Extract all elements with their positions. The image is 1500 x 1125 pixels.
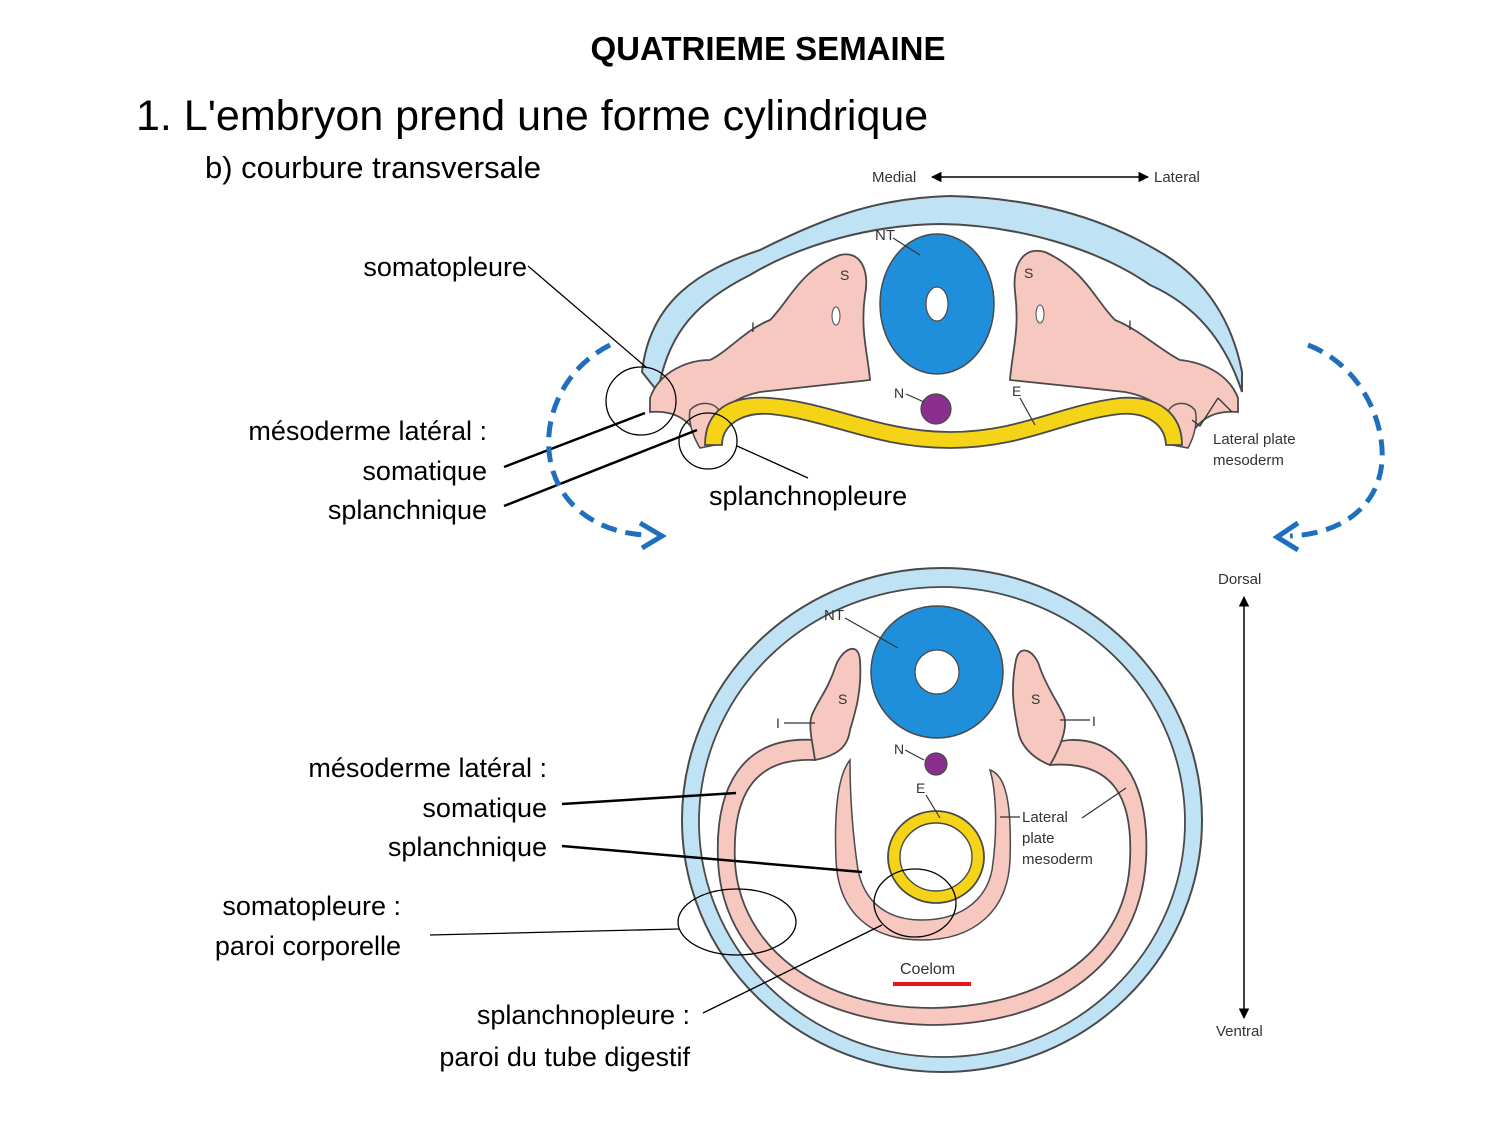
bottom-somite-left [809, 647, 862, 762]
top-somatique-leader [503, 411, 646, 469]
bottom-somite-right [1012, 649, 1066, 767]
bottom-splanchnique-label: splanchnique [387, 832, 547, 862]
top-splanchnopleure-label: splanchnopleure [709, 481, 908, 511]
bottom-lateral-label-3: mesoderm [1022, 851, 1093, 868]
top-e-leader [1019, 397, 1036, 426]
top-n-leader [905, 393, 925, 403]
slide-subheading: b) courbure transversale [205, 150, 541, 185]
axis-dorsal-label: Dorsal [1218, 571, 1261, 588]
top-left-curl-arrowhead [638, 520, 667, 551]
top-n-label: N [894, 385, 904, 401]
bottom-i-left-label: I [776, 715, 780, 731]
bottom-s-left-label: S [838, 691, 847, 707]
bottom-splanchnopleure-label: splanchnopleure : [476, 1000, 690, 1030]
bottom-e-label: E [916, 780, 925, 796]
top-neural-canal [925, 286, 949, 322]
top-splanchnopleure-circle [678, 412, 738, 470]
bottom-lateral-label-2: plate [1022, 830, 1055, 847]
top-somatique-label: somatique [362, 456, 487, 486]
bottom-paroi-tube-label: paroi du tube digestif [439, 1042, 690, 1072]
top-splanchnique-label: splanchnique [327, 495, 487, 525]
top-s-left-label: S [840, 267, 849, 283]
top-mesoderme-label: mésoderme latéral : [248, 416, 487, 446]
top-lateral-plate-label-1: Lateral plate [1213, 431, 1296, 448]
top-somatopleure-circle [605, 366, 677, 436]
bottom-e-leader [925, 794, 941, 819]
bottom-splanchnopleure-leader [702, 924, 883, 1014]
top-section: Medial Lateral NT S S I I N E L [503, 169, 1385, 553]
top-nt-leader [892, 237, 921, 256]
top-i-right-label: I [1128, 317, 1132, 333]
top-nt-label: NT [875, 227, 895, 244]
top-right-curl-arrow [1289, 342, 1385, 539]
axis-medial-label: Medial [872, 169, 916, 186]
top-i-left-label: I [751, 319, 755, 335]
top-splanchnique-leader [503, 428, 698, 508]
top-lateral-plate-bracket [1191, 397, 1233, 427]
top-somite-cavity-right [1035, 304, 1045, 324]
top-right-curl-arrowhead [1272, 520, 1300, 553]
bottom-notochord [924, 752, 948, 776]
top-splanchnopleure-leader [736, 445, 809, 479]
top-somite-cavity-left [831, 306, 841, 326]
bottom-somatopleure-leader [429, 928, 680, 936]
slide-title: QUATRIEME SEMAINE [590, 30, 946, 67]
top-endoderm [704, 396, 1183, 449]
axis-lateral-label: Lateral [1154, 169, 1200, 186]
bottom-nt-leader [844, 617, 899, 649]
top-s-right-label: S [1024, 265, 1033, 281]
bottom-s-right-label: S [1031, 691, 1040, 707]
top-left-curl-arrow [546, 342, 651, 538]
bottom-i-right-label: I [1092, 713, 1096, 729]
bottom-mesoderme-label: mésoderme latéral : [308, 753, 547, 783]
bottom-somatique-label: somatique [422, 793, 547, 823]
coelom-label: Coelom [900, 961, 955, 978]
top-somatopleure-label: somatopleure [363, 252, 527, 282]
bottom-nt-label: NT [824, 607, 844, 624]
bottom-n-label: N [894, 741, 904, 757]
bottom-lateral-leader-b [1081, 787, 1127, 819]
top-somatopleure-leader [527, 265, 648, 369]
bottom-lateral-label-1: Lateral [1022, 809, 1068, 826]
top-notochord [920, 393, 952, 425]
bottom-somatopleure-circle [677, 888, 797, 956]
bottom-gut-lumen [899, 822, 973, 892]
axis-ventral-label: Ventral [1216, 1023, 1263, 1040]
bottom-paroi-corporelle-label: paroi corporelle [214, 931, 401, 961]
bottom-neural-canal [914, 649, 960, 695]
top-ectoderm [640, 194, 1243, 395]
top-lateral-plate-label-2: mesoderm [1213, 452, 1284, 469]
bottom-somatopleure-label: somatopleure : [222, 891, 401, 921]
bottom-n-leader [904, 749, 925, 761]
top-e-label: E [1012, 383, 1021, 399]
bottom-splanchnopleure-circle [873, 868, 957, 938]
bottom-splanchnique-leader [561, 844, 863, 874]
bottom-somatique-leader [561, 791, 737, 806]
slide-heading: 1. L'embryon prend une forme cylindrique [136, 92, 929, 140]
bottom-section: Dorsal Ventral NT S S I I N E L [429, 567, 1263, 1073]
